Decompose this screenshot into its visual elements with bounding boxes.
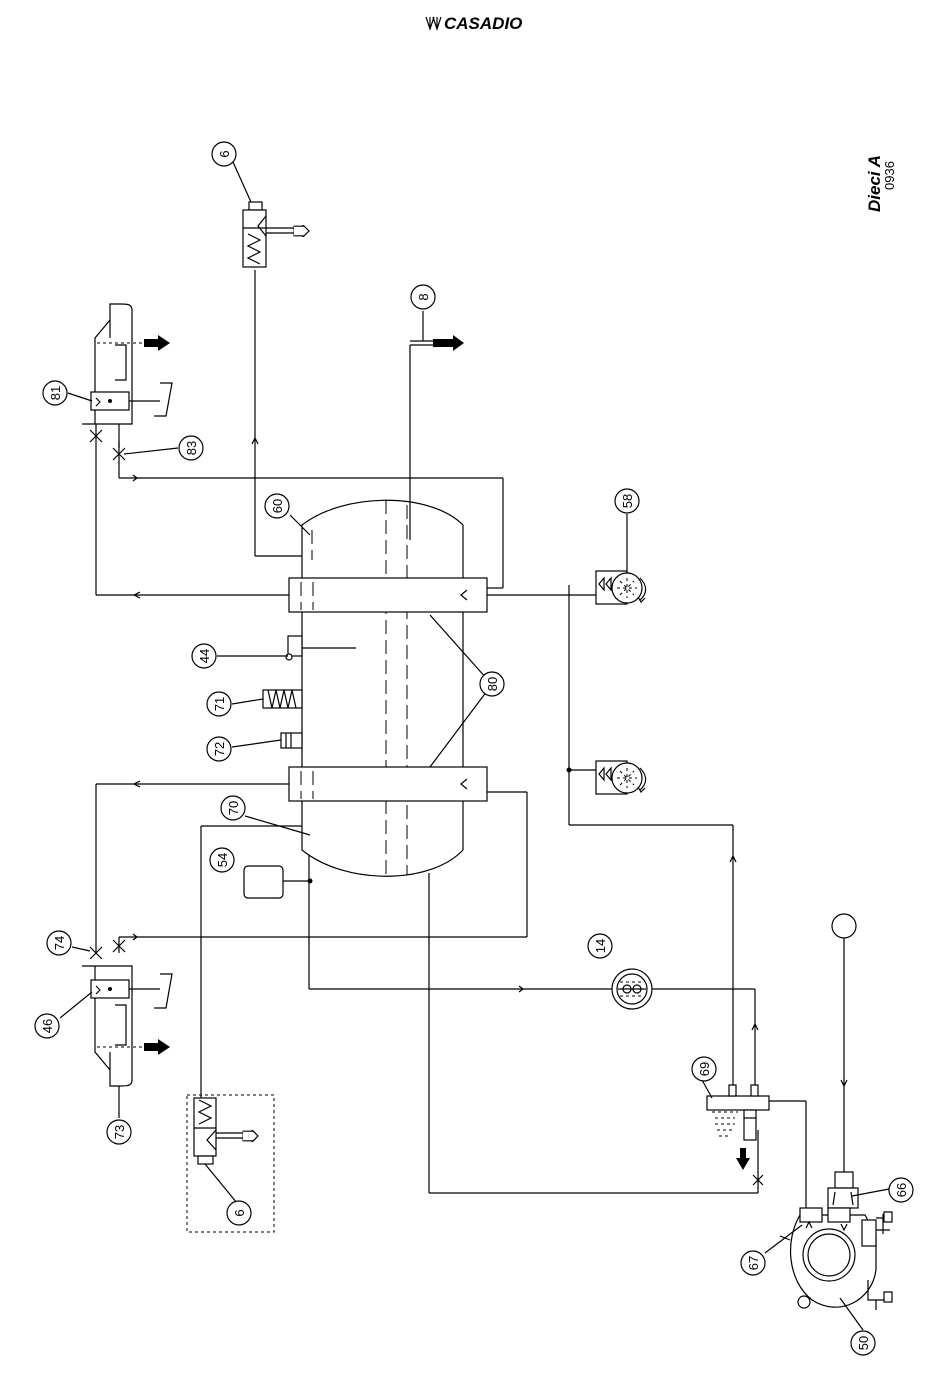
boiler-band-top — [289, 578, 487, 612]
callout-label: 72 — [212, 742, 227, 756]
callout-71: 71 — [207, 692, 231, 716]
callout-label: 66 — [894, 1183, 909, 1197]
callout-label: 14 — [593, 939, 608, 953]
pipe-network — [96, 270, 847, 1212]
pump-motor-assembly — [780, 914, 892, 1310]
callout-label: 6 — [232, 1209, 247, 1216]
callout-label: 81 — [48, 386, 63, 400]
callout-label: 46 — [40, 1019, 55, 1033]
callout-8: 8 — [411, 285, 435, 309]
callout-80: 80 — [480, 672, 504, 696]
brand-name: CASADIO — [444, 14, 522, 33]
callout-81: 81 — [43, 381, 67, 405]
callout-label: 8 — [416, 293, 431, 300]
fitting-72 — [281, 733, 302, 748]
callout-50: 50 — [851, 1331, 875, 1355]
dispensing-group-46 — [82, 940, 172, 1086]
callout-58: 58 — [615, 489, 639, 513]
solenoid-valve-6-top — [243, 202, 309, 267]
callout-label: 60 — [270, 499, 285, 513]
callout-83: 83 — [179, 436, 203, 460]
callout-label: 67 — [746, 1256, 761, 1270]
model-label: Dieci A 0936 — [865, 155, 897, 212]
callout-label: 54 — [215, 853, 230, 867]
callout-46: 46 — [35, 1014, 59, 1038]
pump-lower — [596, 761, 646, 794]
model-code: 0936 — [882, 161, 897, 190]
callout-73: 73 — [107, 1120, 131, 1144]
callout-label: 71 — [212, 697, 227, 711]
callout-label: 70 — [226, 801, 241, 815]
callout-label: 44 — [197, 649, 212, 663]
callout-label: 50 — [856, 1336, 871, 1350]
callout-label: 58 — [620, 494, 635, 508]
boiler-band-bottom — [289, 767, 487, 801]
callout-6-bottom: 6 — [227, 1201, 251, 1225]
outlet-arrow-8 — [433, 335, 464, 351]
callout-60: 60 — [265, 494, 289, 518]
brand-mark-icon — [426, 17, 441, 29]
callout-label: 69 — [697, 1062, 712, 1076]
callout-label: 74 — [52, 936, 67, 950]
callout-label: 6 — [217, 150, 232, 157]
callout-14: 14 — [588, 934, 612, 958]
callout-72: 72 — [207, 737, 231, 761]
pressure-gauge-14 — [612, 969, 652, 1009]
component-54 — [244, 866, 283, 898]
boiler — [302, 500, 463, 876]
leader-lines — [60, 162, 889, 1330]
callout-69: 69 — [692, 1057, 716, 1081]
dispensing-group-81 — [82, 304, 172, 460]
callout-74: 74 — [47, 931, 71, 955]
callout-70: 70 — [221, 796, 245, 820]
callout-label: 73 — [112, 1125, 127, 1139]
spring-element-71 — [263, 690, 302, 708]
pump-58 — [596, 571, 646, 604]
callout-44: 44 — [192, 644, 216, 668]
callout-6-top: 6 — [212, 142, 236, 166]
callout-66: 66 — [889, 1178, 913, 1202]
callout-label: 80 — [485, 677, 500, 691]
callout-67: 67 — [741, 1251, 765, 1275]
brand-logo: CASADIO — [426, 14, 522, 33]
callout-54: 54 — [210, 848, 234, 872]
pressure-switch-69 — [707, 1085, 769, 1185]
callout-label: 83 — [184, 441, 199, 455]
